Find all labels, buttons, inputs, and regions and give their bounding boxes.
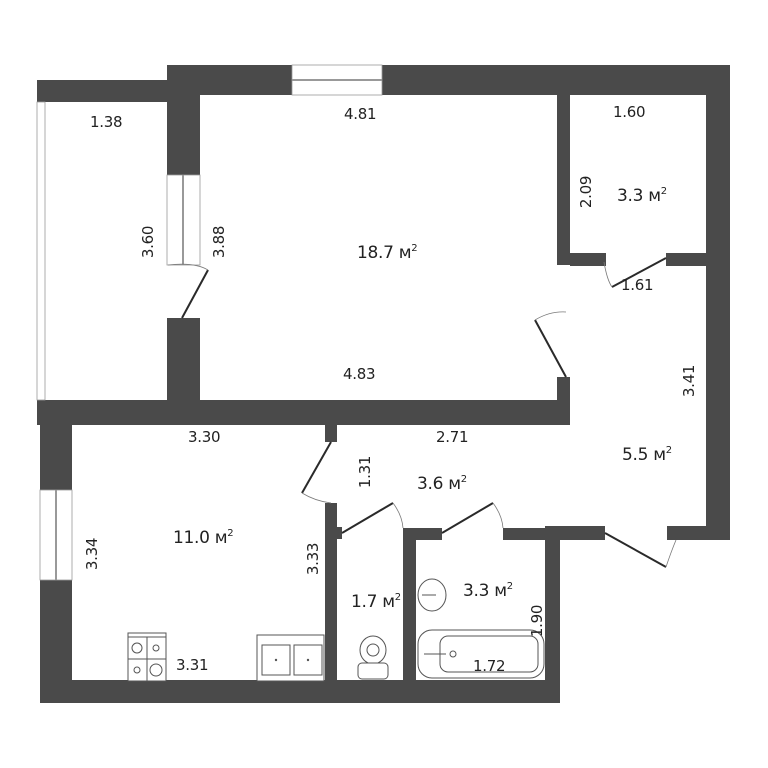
bathroom-area: 3.3 м2	[463, 581, 513, 601]
corridor-area: 3.6 м2	[417, 474, 467, 494]
bathtub-icon	[417, 629, 545, 679]
windows	[36, 64, 383, 581]
kitchen-width-bottom: 3.31	[176, 656, 209, 674]
walls	[37, 65, 730, 703]
bathroom-length: 1.90	[528, 604, 547, 638]
balcony-length: 3.60	[139, 225, 158, 259]
living-height: 3.88	[210, 225, 229, 259]
kitchen-area: 11.0 м2	[173, 528, 234, 548]
entry-length: 3.41	[680, 364, 699, 398]
entry-area: 5.5 м2	[622, 445, 672, 465]
kitchen-sink-icon	[256, 634, 325, 682]
living-width-top: 4.81	[344, 105, 377, 123]
living-area: 18.7 м2	[357, 243, 418, 263]
storage-area: 3.3 м2	[617, 186, 667, 206]
balcony-glazing	[36, 101, 46, 401]
wc-area: 1.7 м2	[351, 592, 401, 612]
kitchen-height-left: 3.34	[83, 537, 102, 571]
storage-height: 2.09	[577, 175, 596, 209]
washbasin-icon	[417, 578, 447, 612]
corridor-depth: 1.31	[356, 455, 375, 489]
doors	[167, 257, 677, 568]
stove-icon	[127, 632, 167, 682]
bathroom-width: 1.72	[473, 657, 506, 675]
corridor-width: 2.71	[436, 428, 469, 446]
living-width-bottom: 4.83	[343, 365, 376, 383]
balcony-width: 1.38	[90, 113, 123, 131]
kitchen-height-right: 3.33	[304, 542, 323, 576]
kitchen-width-top: 3.30	[188, 428, 221, 446]
storage-width: 1.60	[613, 103, 646, 121]
storage-door-width: 1.61	[621, 276, 654, 294]
toilet-icon	[357, 635, 389, 680]
